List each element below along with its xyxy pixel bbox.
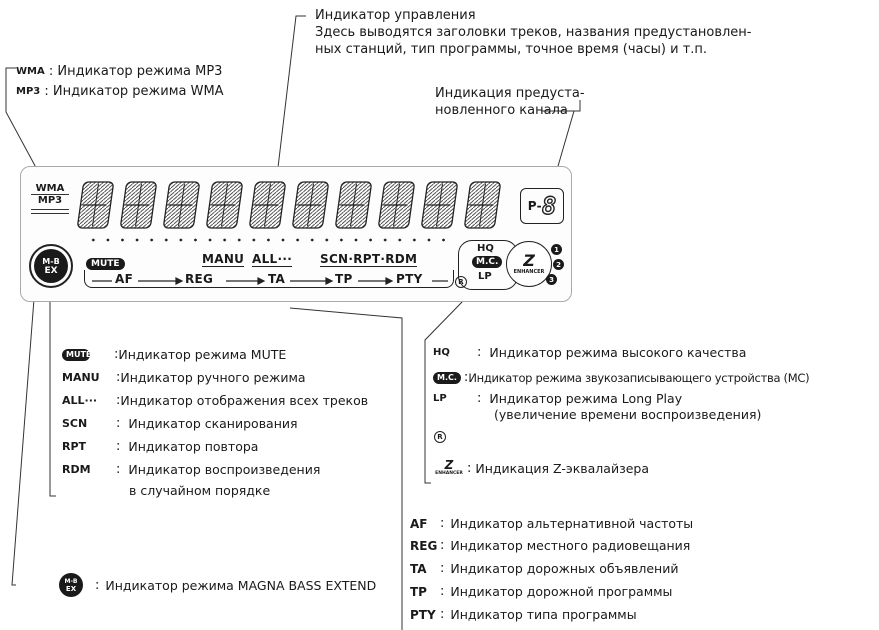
mb-ex-indicator: M-B EX [29,244,73,288]
legend-mb: M-B EX : Индикатор режима MAGNA BASS EXT… [59,573,376,597]
legend-pty: PTY : Индикатор типа программы [410,607,637,622]
display-tp: TP [335,272,353,286]
wma-label-row: WMA : Индикатор режима MP3 [16,64,222,79]
display-mc: M.C. [472,256,503,268]
legend-rdm: RDM : Индикатор воспроизведения [62,462,321,477]
legend-lp-cont: (увеличение времени воспроизведения) [494,407,762,422]
legend-mute-key: MUTE [62,348,91,361]
enhancer-text: ENHANCER [513,269,545,275]
z-enhancer-indicator: Z ENHANCER [506,241,552,287]
legend-scn: SCN : Индикатор сканирования [62,416,298,431]
rds-arrows [92,277,448,285]
display-hq: HQ [477,243,494,254]
wma-mp3-badge: WMA MP3 [31,183,69,225]
legend-enhancer-icon: Z ENHANCER [435,458,463,476]
legend-tp: TP : Индикатор дорожной программы [410,584,673,599]
display-mp3: MP3 [31,194,69,206]
legend-hq: HQ : Индикатор режима высокого качества [433,345,747,360]
rds-row [84,270,454,288]
dots-row [86,238,451,242]
legend-r: R [434,431,446,443]
mp3-sep: : [40,84,53,99]
display-scn-rpt-rdm: SCN·RPT·RDM [320,252,418,267]
display-ta: TA [268,272,286,286]
display-manu: MANU [202,252,245,267]
display-pty: PTY [396,272,423,286]
mp3-label-row: MP3 : Индикатор режима WMA [16,84,224,99]
z-level-3: 3 [546,274,557,285]
preset-digit: 8 [541,191,557,220]
control-indicator-desc-1: Здесь выводятся заголовки треков, назван… [315,25,752,40]
legend-rpt: RPT : Индикатор повтора [62,439,259,454]
legend-mb-icon: M-B EX [59,573,83,597]
preset-display: P- 8 [520,188,564,224]
control-indicator-desc-2: ных станций, тип программы, точное время… [315,42,708,57]
display-mute: MUTE [86,251,125,270]
mp3-text: Индикатор режима WMA [52,84,224,99]
z-level-1: 1 [551,244,562,255]
mb-bottom: EX [44,265,58,276]
wma-text: Индикатор режима MP3 [57,64,223,79]
legend-mute: MUTE : Индикатор режима MUTE [62,347,286,362]
control-indicator-title: Индикатор управления [315,8,476,23]
wma-sep: : [44,64,58,79]
display-r: R [455,276,467,288]
legend-af: AF : Индикатор альтернативной частоты [410,516,694,531]
legend-lp: LP : Индикатор режима Long Play [433,391,683,406]
preset-indicator-label-2: новленного канала [435,103,568,118]
preset-indicator-label-1: Индикация предуста- [435,86,585,101]
preset-prefix: P- [527,199,542,213]
legend-ta: TA : Индикатор дорожных объявлений [410,561,679,576]
display-af: AF [115,272,134,286]
segment-characters [76,181,502,229]
wma-key: WMA [16,66,45,77]
display-reg: REG [185,272,214,286]
mp3-key: MP3 [16,86,41,97]
legend-all: ALL··· : Индикатор отображения всех трек… [62,393,369,408]
legend-manu: MANU : Индикатор ручного режима [62,370,306,385]
legend-rdm-cont: в случайном порядке [129,483,271,498]
legend-reg: REG : Индикатор местного радиовещания [410,538,691,553]
mb-top: M-B [42,256,60,266]
display-all: ALL··· [252,252,293,267]
legend-mc: M.C. : Индикатор режима звукозаписывающе… [433,370,810,385]
display-wma: WMA [35,183,65,194]
legend-enhancer: Z ENHANCER : Индикация Z-эквалайзера [433,458,649,476]
z-level-2: 2 [553,259,564,270]
display-lp: LP [478,271,492,282]
z-glyph: Z [523,251,535,270]
